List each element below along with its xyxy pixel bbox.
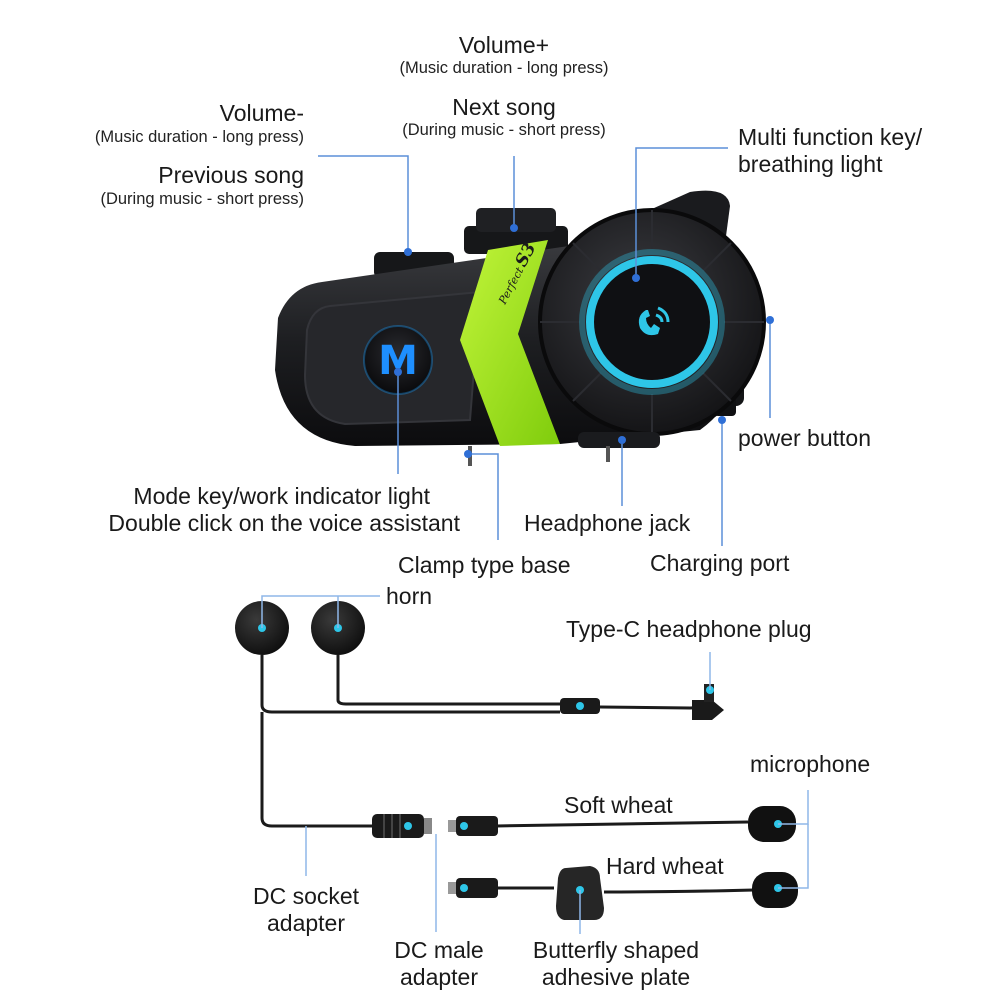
label-microphone: microphone	[750, 751, 871, 777]
device-callout-dots	[394, 224, 774, 458]
label-multi-function: Multi function key/	[738, 124, 923, 150]
label-breathing-light: breathing light	[738, 151, 883, 177]
label-next-song: Next song	[452, 94, 556, 120]
phone-call-icon[interactable]	[638, 306, 670, 336]
label-adhesive-plate: adhesive plate	[541, 964, 691, 990]
label-volume-up: Volume+	[458, 32, 550, 58]
label-previous-song: Previous song	[158, 162, 304, 188]
label-volume-up-sub: (Music duration - long press)	[399, 59, 609, 77]
dc-male-adapter-1	[456, 816, 498, 836]
device-callouts	[318, 147, 771, 546]
dc-socket-adapter	[372, 814, 424, 838]
label-soft-wheat: Soft wheat	[564, 792, 673, 818]
label-clamp-base: Clamp type base	[398, 552, 571, 578]
label-volume-down-sub: (Music duration - long press)	[94, 128, 304, 146]
green-accent-stripe	[460, 240, 560, 446]
label-next-song-sub: (During music - short press)	[402, 121, 606, 139]
label-voice-assistant: Double click on the voice assistant	[108, 510, 460, 536]
label-previous-song-sub: (During music - short press)	[100, 190, 304, 208]
label-type-c-plug: Type-C headphone plug	[566, 616, 812, 642]
dc-male-adapter-2	[456, 878, 498, 898]
microphone-soft	[748, 806, 796, 842]
label-dc-socket-adapter: adapter	[266, 910, 345, 936]
label-dc-socket: DC socket	[252, 883, 360, 909]
label-dc-male: DC male	[394, 937, 484, 963]
label-charging-port: Charging port	[650, 550, 790, 576]
accessory-callouts	[261, 595, 809, 934]
label-dc-male-adapter: adapter	[399, 964, 478, 990]
multi-function-ring	[586, 256, 718, 388]
label-headphone-jack: Headphone jack	[524, 510, 691, 536]
intercom-device: M Perfect S3	[275, 190, 766, 466]
label-volume-down: Volume-	[219, 100, 304, 126]
dial-segments	[540, 210, 764, 434]
volume-up-button[interactable]	[476, 208, 556, 232]
type-c-plug	[692, 700, 724, 720]
label-hard-wheat: Hard wheat	[606, 853, 724, 879]
label-power-button: power button	[738, 425, 871, 451]
label-horn: horn	[386, 583, 433, 609]
label-mode-key: Mode key/work indicator light	[133, 483, 430, 509]
label-butterfly-plate: Butterfly shaped	[532, 937, 700, 963]
